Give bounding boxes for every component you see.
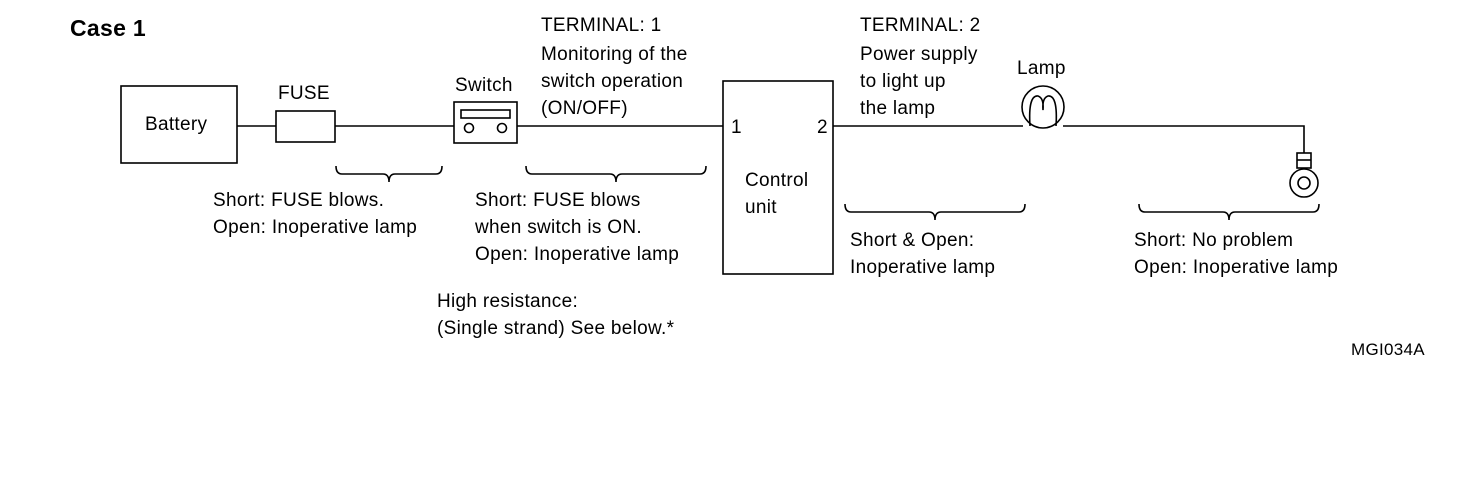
terminal-1-desc-line1: Monitoring of the bbox=[541, 44, 688, 65]
terminal-1-desc-line3: (ON/OFF) bbox=[541, 98, 628, 119]
battery-label: Battery bbox=[145, 114, 208, 135]
wire-lamp-ground bbox=[1063, 125, 1305, 153]
figure-code: MGI034A bbox=[1351, 340, 1425, 359]
switch-symbol bbox=[453, 101, 518, 144]
control-unit-box bbox=[722, 80, 834, 275]
switch-segment-note-line2: when switch is ON. bbox=[475, 217, 642, 238]
switch-label: Switch bbox=[455, 75, 513, 96]
control-unit-pin-2: 2 bbox=[817, 117, 828, 138]
ground-symbol bbox=[1289, 152, 1319, 198]
lamp-label: Lamp bbox=[1017, 58, 1066, 79]
case-title: Case 1 bbox=[70, 15, 146, 41]
terminal-2-desc-line1: Power supply bbox=[860, 44, 978, 65]
lamp-segment-note-line2: Inoperative lamp bbox=[850, 257, 996, 278]
terminal-2-desc-line2: to light up bbox=[860, 71, 946, 92]
switch-segment-note-line1: Short: FUSE blows bbox=[475, 190, 641, 211]
battery-box bbox=[120, 85, 238, 164]
terminal-1-desc-line2: switch operation bbox=[541, 71, 684, 92]
brace-control-lamp bbox=[844, 203, 1026, 221]
brace-switch-control bbox=[525, 165, 707, 183]
ground-segment-note-open: Open: Inoperative lamp bbox=[1134, 257, 1339, 278]
fuse-symbol bbox=[275, 110, 336, 143]
terminal-2-heading: TERMINAL: 2 bbox=[860, 15, 981, 36]
fuse-segment-note-open: Open: Inoperative lamp bbox=[213, 217, 418, 238]
brace-lamp-ground bbox=[1138, 203, 1320, 221]
lamp-symbol bbox=[1021, 85, 1065, 129]
fuse-segment-note-short: Short: FUSE blows. bbox=[213, 190, 385, 211]
fuse-label: FUSE bbox=[278, 83, 330, 104]
high-resistance-note-line2: (Single strand) See below.* bbox=[437, 318, 675, 339]
high-resistance-note-line1: High resistance: bbox=[437, 291, 579, 312]
switch-segment-note-line3: Open: Inoperative lamp bbox=[475, 244, 680, 265]
lamp-segment-note-line1: Short & Open: bbox=[850, 230, 975, 251]
ground-segment-note-short: Short: No problem bbox=[1134, 230, 1294, 251]
brace-fuse-switch bbox=[335, 165, 443, 183]
control-unit-label-line2: unit bbox=[745, 197, 777, 218]
control-unit-label-line1: Control bbox=[745, 170, 809, 191]
terminal-2-desc-line3: the lamp bbox=[860, 98, 936, 119]
terminal-1-heading: TERMINAL: 1 bbox=[541, 15, 662, 36]
control-unit-pin-1: 1 bbox=[731, 117, 742, 138]
